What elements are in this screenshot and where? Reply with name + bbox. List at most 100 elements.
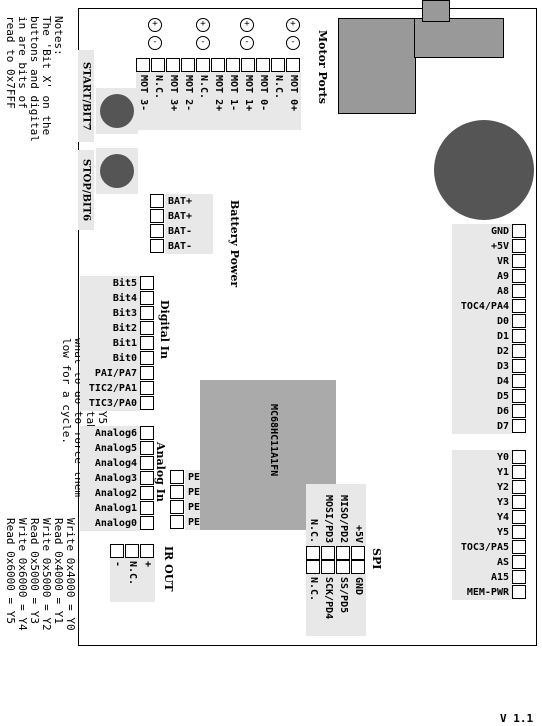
- version-label: V 1.1: [500, 712, 534, 725]
- motor-pin: [271, 58, 285, 72]
- spi-top-label: +5V: [351, 484, 366, 546]
- spi-bottom-label: SCK/PD4: [321, 574, 336, 636]
- right-header-2-label: Y2: [452, 480, 512, 495]
- analog-pin: [140, 426, 154, 440]
- analog-label: Analog3: [80, 471, 140, 486]
- plus-mark: +: [196, 18, 210, 32]
- battery-pin: [150, 239, 164, 253]
- right-header-1-label: D1: [452, 329, 512, 344]
- digital-label: TIC2/PA1: [80, 381, 140, 396]
- right-header-1-pin: [512, 239, 526, 253]
- digital-pin: [140, 396, 154, 410]
- right-header-1-label: D2: [452, 344, 512, 359]
- spi-bottom-label: N.C.: [306, 574, 321, 636]
- right-header-2-pin: [512, 480, 526, 494]
- power-jack-tab: [422, 0, 450, 22]
- note-line: Read 0x6000 = Y5: [4, 518, 17, 624]
- note-line: Write 0x6000 = Y4: [16, 518, 29, 631]
- right-header-1-label: D0: [452, 314, 512, 329]
- battery-pin: [150, 194, 164, 208]
- right-header-1-label: VR: [452, 254, 512, 269]
- spi-pin: [321, 546, 335, 560]
- analog-label: Analog4: [80, 456, 140, 471]
- right-header-1-label: D5: [452, 389, 512, 404]
- spi-bottom-label: GND: [351, 574, 366, 636]
- analog-title: Analog In: [154, 442, 167, 502]
- right-header-2-label: Y1: [452, 465, 512, 480]
- motor-pin: [241, 58, 255, 72]
- right-header-1-pin: [512, 419, 526, 433]
- right-header-1-label: +5V: [452, 239, 512, 254]
- analog-label: Analog1: [80, 501, 140, 516]
- digital-pin: [140, 306, 154, 320]
- note-line: Read 0x4000 = Y1: [52, 518, 65, 624]
- spi-top-label: MOSI/PD3: [321, 484, 336, 546]
- spi-pin: [306, 546, 320, 560]
- spi-pin: [321, 560, 335, 574]
- plus-mark: +: [148, 18, 162, 32]
- motor-pin-label: MOT 3+: [166, 72, 181, 130]
- motor-pin: [166, 58, 180, 72]
- analog-label: Analog5: [80, 441, 140, 456]
- note-line: in are bits of: [16, 16, 29, 109]
- analog-pin: [140, 486, 154, 500]
- note-line: Write 0x4000 = Y0: [64, 518, 77, 631]
- board-outline: [78, 8, 537, 646]
- digital-pin: [140, 366, 154, 380]
- right-header-1-label: A8: [452, 284, 512, 299]
- right-header-1-pin: [512, 329, 526, 343]
- right-header-1-pin: [512, 299, 526, 313]
- right-header-1-label: D7: [452, 419, 512, 434]
- digital-label: Bit3: [80, 306, 140, 321]
- right-header-1-label: D6: [452, 404, 512, 419]
- right-header-1-pin: [512, 389, 526, 403]
- spi-pin: [336, 546, 350, 560]
- ir-label: +: [140, 558, 155, 602]
- right-header-2-label: Y0: [452, 450, 512, 465]
- right-header-1-pin: [512, 404, 526, 418]
- battery-label: BAT-: [165, 224, 213, 239]
- digital-label: Bit4: [80, 291, 140, 306]
- digital-pin: [140, 291, 154, 305]
- motor-pin-label: MOT 3-: [136, 72, 151, 130]
- motor-pin-label: MOT 0-: [256, 72, 271, 130]
- right-header-1-label: TOC4/PA4: [452, 299, 512, 314]
- stop-button[interactable]: [100, 154, 134, 188]
- digital-pin: [140, 381, 154, 395]
- start-button-label: START/BIT7: [78, 50, 94, 142]
- motor-pin-label: MOT 1+: [241, 72, 256, 130]
- right-header-1-pin: [512, 344, 526, 358]
- spi-pin: [336, 560, 350, 574]
- spi-top-label: N.C.: [306, 484, 321, 546]
- plus-mark: +: [286, 18, 300, 32]
- right-header-2-pin: [512, 495, 526, 509]
- spi-bottom-label: SS/PD5: [336, 574, 351, 636]
- right-header-2-label: A15: [452, 570, 512, 585]
- analog-pin: [140, 516, 154, 530]
- battery-label: BAT+: [165, 209, 213, 224]
- battery-label: BAT+: [165, 194, 213, 209]
- port-e-pin: [170, 500, 184, 514]
- ir-pin: [110, 544, 124, 558]
- right-header-1-pin: [512, 359, 526, 373]
- minus-mark: -: [286, 36, 300, 50]
- motor-pin: [256, 58, 270, 72]
- start-button[interactable]: [100, 94, 134, 128]
- right-header-2-label: MEM-PWR: [452, 585, 512, 600]
- right-header-1-pin: [512, 314, 526, 328]
- ir-title: IR OUT: [162, 546, 175, 592]
- ir-pin: [140, 544, 154, 558]
- motor-pin: [286, 58, 300, 72]
- plus-mark: +: [240, 18, 254, 32]
- minus-mark: -: [196, 36, 210, 50]
- motor-pin: [196, 58, 210, 72]
- note-line: The 'Bit X' on the: [40, 16, 53, 136]
- motor-pin-label: MOT 2+: [211, 72, 226, 130]
- motor-pin-label: N.C.: [196, 72, 211, 130]
- spi-pin: [351, 546, 365, 560]
- note-line: low for a cycle.: [60, 338, 73, 444]
- note-line: read to 0x7FFF: [4, 16, 17, 109]
- spi-title: SPI: [370, 548, 383, 570]
- right-header-1-label: GND: [452, 224, 512, 239]
- motor-pin: [181, 58, 195, 72]
